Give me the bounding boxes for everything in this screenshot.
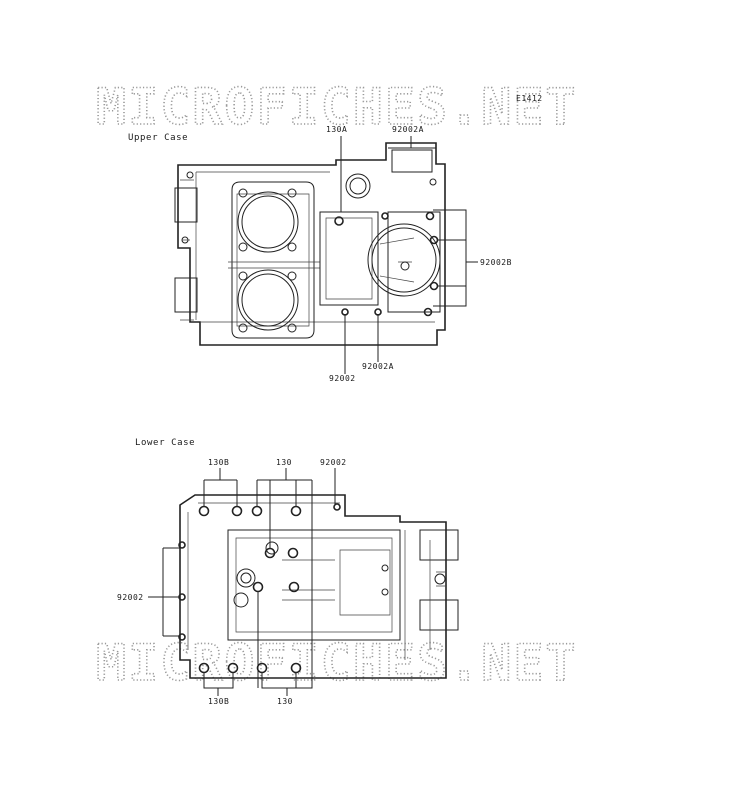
label-92002B: 92002B [480, 258, 512, 267]
label-92002-upper: 92002 [329, 374, 356, 383]
upper-case-title: Upper Case [128, 133, 188, 143]
lower-case-drawing: Lower Case [135, 438, 459, 696]
label-130B-bottom: 130B [208, 697, 229, 706]
watermark-top: MICROFICHES.NET [96, 78, 578, 136]
label-130-bottom: 130 [277, 697, 293, 706]
lower-case-title: Lower Case [135, 438, 195, 448]
label-92002-left: 92002 [117, 593, 144, 602]
label-130B-top: 130B [208, 458, 229, 467]
label-92002-top: 92002 [320, 458, 347, 467]
label-92002A-bottom: 92002A [362, 362, 394, 371]
upper-case-drawing: Upper Case [128, 133, 478, 374]
label-130A: 130A [326, 125, 347, 134]
label-92002A-top: 92002A [392, 125, 424, 134]
watermark-bottom: MICROFICHES.NET [96, 634, 578, 692]
diagram-code: E1412 [516, 94, 543, 103]
label-130-top: 130 [276, 458, 292, 467]
